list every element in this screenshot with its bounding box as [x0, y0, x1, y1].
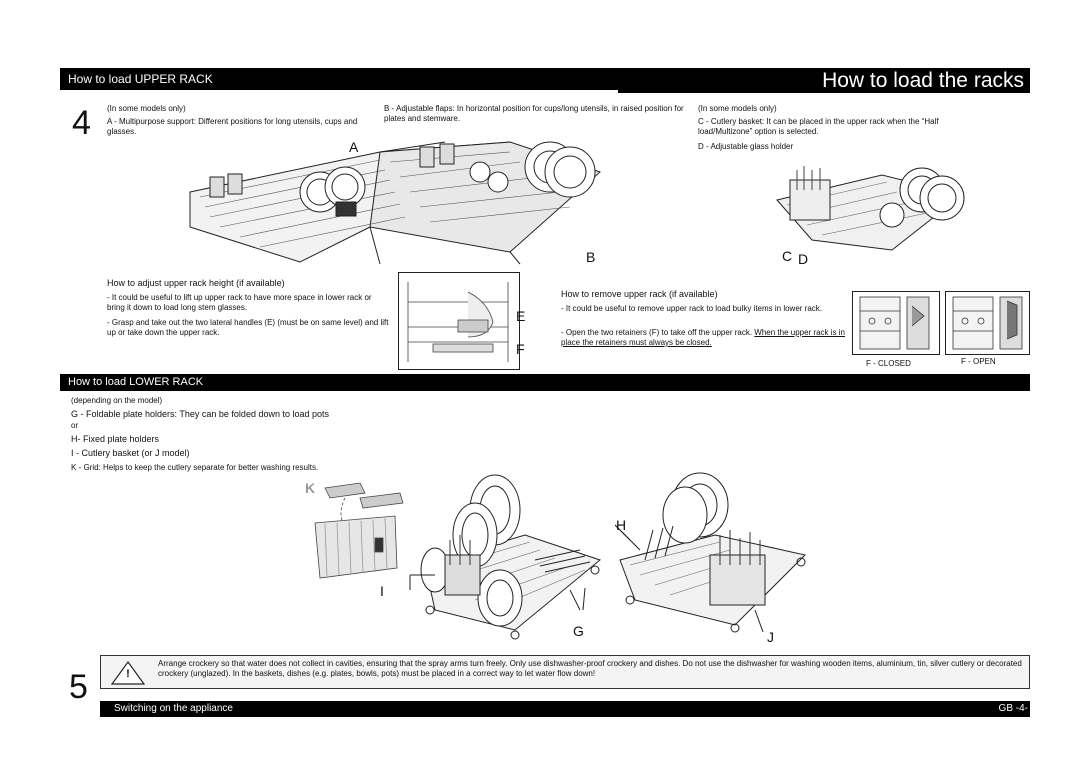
lower-rack-header: How to load LOWER RACK	[60, 374, 1030, 391]
grid-basket-illustration	[314, 482, 404, 579]
label-c: C	[782, 248, 793, 264]
height-adjust-illustration	[398, 272, 520, 370]
remove-para-1: - It could be useful to remove upper rac…	[561, 304, 823, 313]
text-b-flaps: B - Adjustable flaps: In horizontal posi…	[384, 104, 684, 123]
label-h: H	[616, 517, 627, 533]
remove-para-2: - Open the two retainers (F) to take off…	[561, 328, 846, 348]
label-e: E	[516, 308, 526, 324]
page-title: How to load the racks	[618, 68, 1030, 93]
upper-rack-illustration	[189, 141, 601, 265]
step-number-4: 4	[72, 104, 91, 142]
footer-section-title: Switching on the appliance	[114, 703, 233, 714]
label-g: G	[573, 623, 584, 639]
text-i-cutlery: I - Cutlery basket (or J model)	[71, 448, 190, 458]
f-open-label: F - OPEN	[961, 357, 996, 366]
note-some-models-a: (In some models only)	[107, 104, 186, 113]
lower-note: (depending on the model)	[71, 396, 163, 405]
text-a-multipurpose: A - Multipurpose support: Different posi…	[107, 117, 358, 136]
warning-triangle-icon	[110, 660, 146, 685]
text-h-fixed: H- Fixed plate holders	[71, 434, 160, 444]
height-para-2: - Grasp and take out the two lateral han…	[107, 318, 389, 337]
lower-rack-illustration	[409, 474, 602, 640]
page-number: GB -4-	[998, 703, 1028, 714]
label-f: F	[516, 341, 525, 357]
warning-text: Arrange crockery so that water does not …	[158, 659, 1022, 678]
label-k: K	[305, 480, 316, 496]
warning-box	[100, 655, 1030, 689]
warning-symbol: !	[126, 668, 130, 680]
text-c-cutlery: C - Cutlery basket: It can be placed in …	[698, 117, 939, 136]
text-d-glass-holder: D - Adjustable glass holder	[698, 142, 794, 151]
remove-title: How to remove upper rack (if available)	[561, 289, 718, 299]
lower-rack-fixed-illustration	[615, 472, 806, 633]
text-or: or	[71, 421, 79, 430]
remove-para-2b: When the upper rack is in place the reta…	[561, 328, 845, 347]
retainer-closed-illustration	[852, 291, 940, 355]
note-some-models-c: (In some models only)	[698, 104, 777, 113]
f-closed-label: F - CLOSED	[866, 359, 911, 368]
text-g-foldable: G - Foldable plate holders: They can be …	[71, 409, 329, 419]
height-title: How to adjust upper rack height (if avai…	[107, 278, 285, 288]
upper-rack-header: How to load UPPER RACK	[60, 68, 620, 90]
label-b: B	[586, 249, 596, 265]
step-number-5: 5	[69, 668, 88, 706]
footer-bar: Switching on the appliance GB -4-	[100, 701, 1030, 717]
retainer-open-illustration	[945, 291, 1030, 355]
label-j: J	[767, 629, 774, 645]
label-i: I	[380, 583, 384, 599]
remove-para-2a: - Open the two retainers (F) to take off…	[561, 328, 755, 337]
height-para-1: - It could be useful to lift up upper ra…	[107, 293, 372, 312]
upper-rack-cutlery-illustration	[776, 166, 965, 251]
label-d: D	[798, 251, 809, 267]
text-k-grid: K - Grid: Helps to keep the cutlery sepa…	[71, 463, 319, 472]
label-a: A	[349, 139, 359, 155]
